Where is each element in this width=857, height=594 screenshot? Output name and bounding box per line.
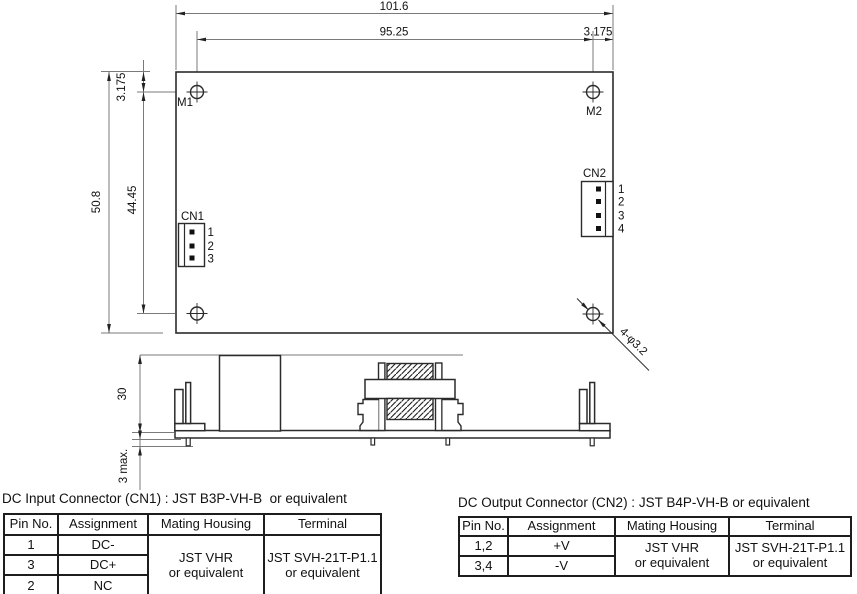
top-view: 101.6 95.25 3.175 50.8 44.45 3.175	[91, 1, 650, 371]
header-pin-no: Pin No.	[3, 513, 59, 536]
input-header-profile	[174, 381, 206, 432]
table-row: 3 DC+	[3, 554, 381, 576]
table-row: 1,2 +V JST VHR or equivalent JST SVH-21T…	[458, 535, 852, 577]
mounting-holes	[186, 81, 604, 325]
mating-housing-cell: JST VHR or equivalent	[614, 535, 730, 577]
side-view: 30 3 max.	[117, 354, 611, 490]
dim-hole-offset-right: 3.175	[584, 27, 613, 39]
pin-no-cell: 3,4	[458, 555, 509, 577]
dim-width-holes: 95.25	[380, 27, 409, 39]
cn1-pin1-pad	[189, 229, 195, 235]
cn2-pin3-number: 3	[618, 211, 624, 223]
header-pin-no: Pin No.	[458, 516, 509, 537]
transformer-top-core	[386, 362, 434, 381]
label-cn1: CN1	[181, 211, 204, 223]
transformer-right-clip	[442, 398, 464, 432]
header-terminal: Terminal	[728, 516, 852, 537]
pcb-side-profile	[174, 429, 611, 439]
cn2-pin2-number: 2	[618, 197, 624, 209]
cn1-pin2-number: 2	[208, 241, 214, 253]
pin-no-cell: 2	[3, 574, 59, 594]
pcb-outline	[175, 71, 614, 334]
dim-height-holes: 44.45	[127, 186, 139, 215]
dc-input-table-title: DC Input Connector (CN1) : JST B3P-VH-B …	[2, 491, 347, 506]
dc-output-header-row: Pin No. Assignment Mating Housing Termin…	[458, 516, 852, 537]
dim-hole-offset-top: 3.175	[116, 73, 128, 102]
dc-input-header-row: Pin No. Assignment Mating Housing Termin…	[3, 513, 382, 536]
solder-pins	[185, 437, 595, 447]
cn2-pin4-number: 4	[618, 224, 625, 236]
pin-no-cell: 3	[3, 554, 59, 576]
header-terminal: Terminal	[263, 513, 382, 536]
cn2-pin3-pad	[596, 213, 601, 218]
terminal-line1: JST SVH-21T-P1.1	[267, 550, 378, 566]
hole-diameter-note: 4-φ3.2	[617, 326, 649, 358]
capacitor-block	[218, 354, 282, 432]
terminal-cell: JST SVH-21T-P1.1 or equivalent	[728, 535, 852, 577]
table-row: 2 NC	[3, 574, 381, 594]
pin-no-cell: 1	[3, 534, 59, 556]
dc-output-table: Pin No. Assignment Mating Housing Termin…	[458, 516, 852, 577]
cn1-pin2-pad	[189, 243, 195, 249]
mating-housing-line1: JST VHR	[645, 540, 699, 556]
pin-no-cell: 1,2	[458, 535, 509, 557]
terminal-line2: or equivalent	[752, 555, 828, 570]
cn2-pin1-pad	[596, 186, 601, 192]
mounting-hole-bottom-left	[186, 303, 208, 324]
assignment-cell: +V	[507, 535, 616, 557]
side-extension-lines	[132, 354, 463, 490]
drawing-canvas: 101.6 95.25 3.175 50.8 44.45 3.175	[91, 1, 650, 490]
transformer-bobbin	[364, 378, 456, 400]
dim-component-height: 30	[117, 388, 129, 401]
header-assignment: Assignment	[57, 513, 149, 536]
assignment-cell: DC-	[57, 534, 149, 556]
header-mating-housing: Mating Housing	[614, 516, 730, 537]
assignment-cell: NC	[57, 574, 149, 594]
assignment-cell: -V	[507, 555, 616, 577]
cn1-pin3-pad	[189, 255, 195, 261]
cn2-pin4-pad	[596, 226, 601, 231]
dim-height-outer: 50.8	[91, 191, 103, 213]
dc-output-table-title: DC Output Connector (CN2) : JST B4P-VH-B…	[458, 495, 810, 510]
mounting-hole-bottom-right	[582, 303, 604, 325]
cn1-pin1-number: 1	[208, 227, 214, 239]
terminal-line2: or equivalent	[285, 565, 360, 580]
mating-housing-line2: or equivalent	[634, 555, 710, 570]
label-m2: M2	[586, 106, 602, 118]
mounting-hole-m2	[582, 81, 604, 103]
output-header-profile	[578, 381, 611, 432]
cn2-pin2-pad	[596, 199, 601, 204]
mating-housing-cell: JST VHR or equivalent	[147, 534, 265, 594]
dim-width-outer: 101.6	[380, 1, 409, 13]
dc-input-table: Pin No. Assignment Mating Housing Termin…	[3, 513, 382, 594]
side-dimension-arrows	[138, 355, 142, 456]
mating-housing-line2: or equivalent	[168, 565, 244, 580]
header-mating-housing: Mating Housing	[147, 513, 265, 536]
mating-housing-line1: JST VHR	[179, 550, 233, 566]
table-row: 1 DC- JST VHR or equivalent JST SVH-21T-…	[3, 534, 382, 594]
dim-pin-length: 3 max.	[118, 449, 130, 484]
label-m1: M1	[177, 97, 193, 109]
cn2-connector: CN2 1 2 3 4	[580, 168, 625, 238]
header-assignment: Assignment	[507, 516, 616, 537]
transformer-bottom-core	[386, 397, 434, 421]
mounting-hole-m1	[186, 81, 208, 103]
transformer	[357, 362, 464, 432]
label-cn2: CN2	[583, 168, 606, 180]
table-row: 3,4 -V	[458, 555, 851, 577]
dimension-lines	[108, 13, 613, 333]
cn2-pin1-number: 1	[618, 184, 624, 196]
terminal-cell: JST SVH-21T-P1.1 or equivalent	[263, 534, 382, 594]
terminal-line1: JST SVH-21T-P1.1	[734, 540, 846, 556]
transformer-left-clip	[357, 398, 379, 432]
assignment-cell: DC+	[57, 554, 149, 576]
cn1-pin3-number: 3	[208, 254, 214, 266]
dimension-arrows	[107, 11, 613, 333]
cn1-connector: CN1 1 2 3	[177, 211, 214, 268]
